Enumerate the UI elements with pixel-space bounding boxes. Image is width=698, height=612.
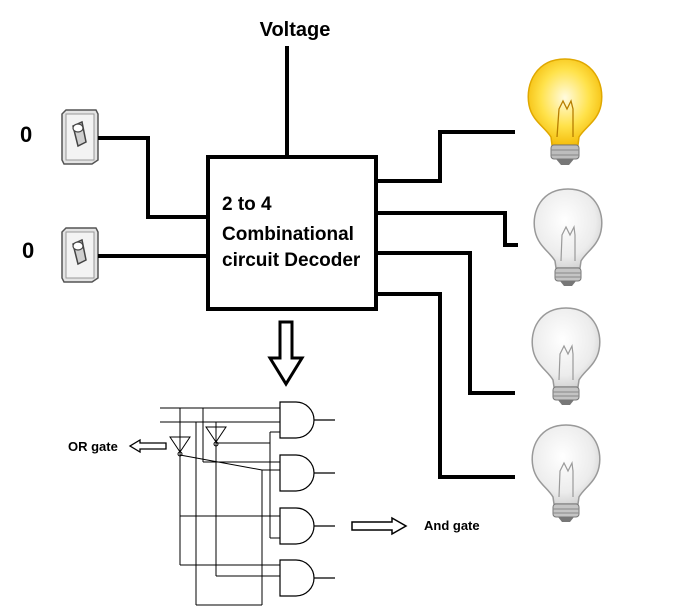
decoder-label-line3: circuit Decoder [222, 250, 361, 271]
output-wire-4 [376, 292, 515, 479]
decoder-label-line2: Combinational [222, 224, 354, 245]
output-wire-3 [376, 251, 515, 395]
and-gate-icon [279, 559, 335, 597]
switch-2-value: 0 [22, 238, 34, 263]
right-arrow-icon [351, 516, 408, 536]
toggle-switch-icon[interactable] [61, 227, 99, 283]
left-arrow-icon [128, 438, 167, 454]
and-gate-icon [279, 401, 335, 439]
down-arrow-icon [267, 320, 305, 387]
logic-schematic [160, 407, 280, 606]
and-gate-label: And gate [424, 518, 480, 533]
lightbulb-icon [533, 188, 603, 286]
output-wire-2 [376, 211, 518, 247]
and-gate-icon [279, 454, 335, 492]
lightbulb-icon [527, 58, 603, 165]
switch-1-value: 0 [20, 122, 32, 147]
toggle-switch-icon[interactable] [61, 109, 99, 165]
decoder-block [206, 155, 378, 311]
lightbulb-icon [531, 307, 601, 405]
decoder-label-line1: 2 to 4 [222, 194, 272, 215]
lightbulb-icon [531, 424, 601, 522]
input-wire-1 [98, 136, 208, 219]
voltage-label: Voltage [260, 19, 331, 41]
output-wire-1 [376, 130, 515, 183]
and-gate-icon [279, 507, 335, 545]
or-gate-label: OR gate [68, 439, 118, 454]
